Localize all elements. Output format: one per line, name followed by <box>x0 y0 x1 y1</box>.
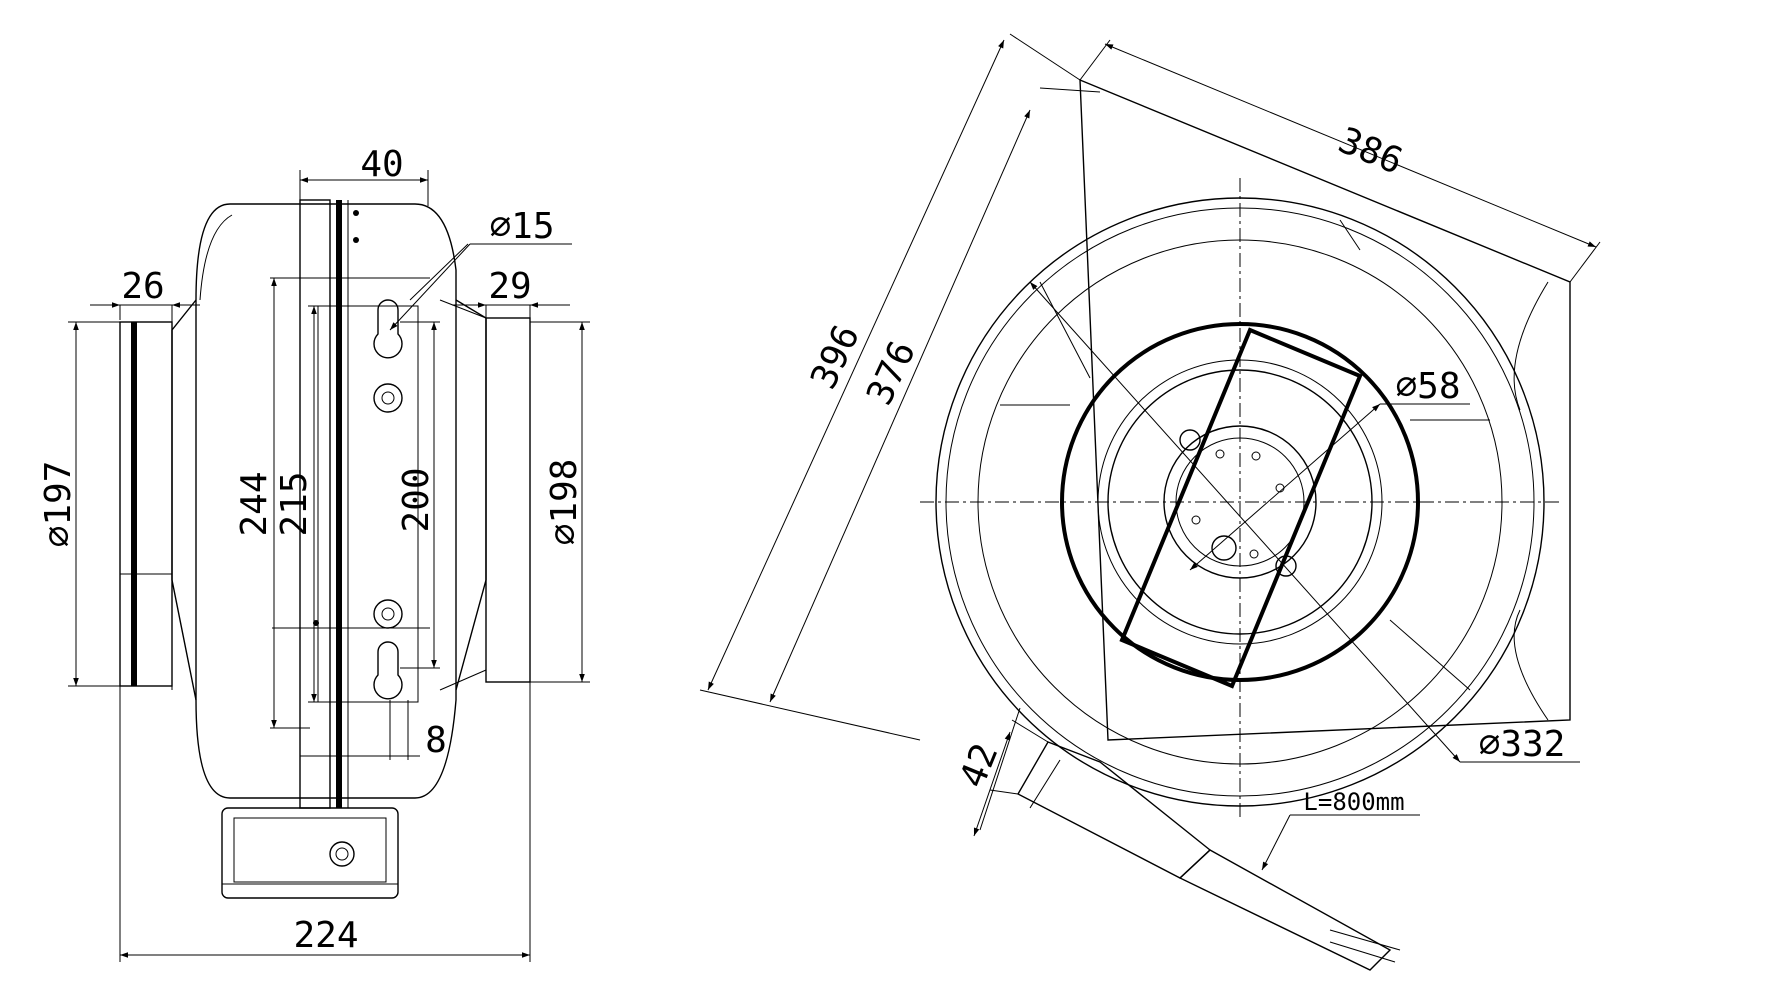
dim-left-spigot-length: 26 <box>121 266 164 307</box>
screw-hole-bottom <box>373 599 403 629</box>
terminal-box <box>221 807 399 899</box>
housing-body <box>195 203 457 799</box>
keyhole-slot-top <box>373 299 403 359</box>
dim-housing-diameter: ⌀332 <box>1479 724 1566 765</box>
dim-bracket-height-outer: 396 <box>803 319 868 395</box>
left-cone <box>171 299 197 701</box>
dim-mount-height-inner: 215 <box>274 471 315 536</box>
cable-gland <box>329 841 355 867</box>
mounting-plate <box>317 305 419 703</box>
dim-right-spigot-length: 29 <box>488 266 531 307</box>
side-view: 40 ⌀15 26 29 ⌀197 ⌀198 244 <box>38 144 590 962</box>
dim-hub-diameter: ⌀58 <box>1395 366 1460 407</box>
dim-overall-length: 224 <box>293 915 358 956</box>
dim-cable-length: L=800mm <box>1303 788 1404 816</box>
keyhole-slot-bottom <box>373 641 403 700</box>
dim-hole-diameter: ⌀15 <box>489 206 554 247</box>
dim-flange-offset: 8 <box>425 720 447 761</box>
cable <box>1178 849 1392 971</box>
dim-left-spigot-diameter: ⌀197 <box>38 461 79 548</box>
dim-mount-slot-spacing: 200 <box>396 467 437 532</box>
front-terminal-box <box>1017 741 1212 879</box>
left-spigot <box>119 321 173 687</box>
dim-mount-height-outer: 244 <box>234 471 275 536</box>
dim-width-top: 40 <box>360 144 403 185</box>
dim-terminal-box-width: 42 <box>952 738 1006 794</box>
dim-right-spigot-diameter: ⌀198 <box>544 459 585 546</box>
dim-bracket-width: 386 <box>1333 120 1409 183</box>
mounting-bracket <box>1079 78 1571 741</box>
right-cone <box>455 299 487 691</box>
front-view: 386 396 376 ⌀58 ⌀332 42 L=800mm <box>699 33 1601 971</box>
right-spigot <box>485 317 531 683</box>
screw-hole-top <box>373 383 403 413</box>
motor-strap <box>1119 327 1363 689</box>
